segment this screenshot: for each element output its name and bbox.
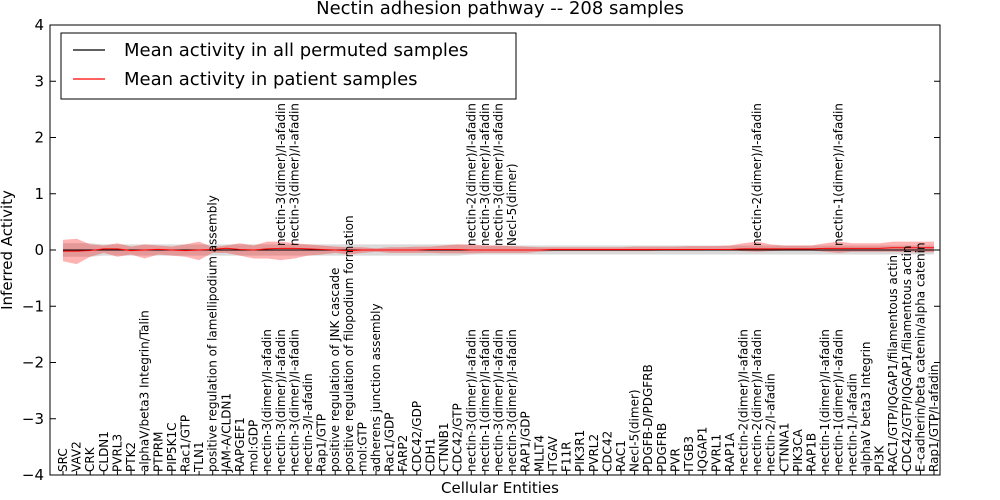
x-tick-label: positive regulation of JNK cascade — [328, 268, 342, 472]
x-tick-label: PVRL3 — [110, 434, 124, 472]
x-tick-label: nectin-1(dimer)/I-afadin — [478, 329, 492, 472]
x-tick-label: PDGFB-D/PDGFRB — [641, 364, 655, 472]
x-tick-label: E-cadherin/beta catenin/alpha catenin — [913, 242, 927, 472]
x-tick-label: RAP1B — [805, 433, 819, 472]
legend-label: Mean activity in all permuted samples — [124, 40, 468, 61]
x-tick-label: ITGAV — [546, 435, 560, 472]
x-tick-label: CDC42 — [600, 431, 614, 472]
x-tick-label: CDC42/GTP — [451, 403, 465, 472]
x-tick-label: PTK2 — [124, 442, 138, 472]
x-tick-label: CTNNA1 — [777, 422, 791, 472]
x-tick-label: PTPRM — [151, 432, 165, 473]
x-tick-label: nectin-3(dimer)/I-afadin — [260, 329, 274, 472]
x-tick-label-upper: nectin-3(dimer)/I-afadin — [274, 103, 288, 246]
legend: Mean activity in all permuted samplesMea… — [60, 32, 517, 100]
x-tick-label: mol:GDP — [247, 420, 261, 472]
x-tick-label: alphaV beta3 Integrin — [859, 341, 873, 472]
y-tick-label: −1 — [22, 297, 44, 315]
x-tick-label: positive regulation of lamellipodium ass… — [206, 195, 220, 472]
x-tick-label: PIP5K1C — [165, 422, 179, 472]
x-tick-label: RAC1/GTP/IQGAP1/filamentous actin — [886, 255, 900, 472]
x-tick-label: Necl-5(dimer) — [628, 389, 642, 472]
x-tick-label: nectin-3(dimer)/I-afadin — [464, 329, 478, 472]
x-tick-label: Rac1/GTP — [178, 415, 192, 472]
x-tick-label: adherens junction assembly — [369, 303, 383, 472]
x-tick-label: CDC42/GDP — [410, 401, 424, 472]
y-tick-label: 1 — [34, 185, 44, 203]
x-tick-label: nectin-2(dimer)/I-afadin — [736, 329, 750, 472]
x-tick-label: nectin-3(dimer)/I-afadin — [274, 329, 288, 472]
x-tick-label: CDC42/GTP/IQGAP1/filamentous actin — [900, 246, 914, 472]
chart-title: Nectin adhesion pathway -- 208 samples — [316, 0, 684, 19]
x-tick-label: CDH1 — [423, 438, 437, 472]
x-tick-label: F11R — [560, 441, 574, 472]
x-tick-label: PI3K — [873, 445, 887, 472]
x-tick-label: nectin-3/I-afadin — [301, 373, 315, 472]
x-tick-label: RAPGEF1 — [233, 417, 247, 472]
x-tick-label: nectin-3(dimer)/I-afadin — [505, 329, 519, 472]
x-tick-label: PVRL1 — [709, 434, 723, 472]
x-tick-label: nectin-3(dimer)/I-afadin — [492, 329, 506, 472]
x-tick-label-upper: Necl-5(dimer) — [505, 163, 519, 246]
x-tick-label: JAM-A/CLDN1 — [219, 393, 233, 473]
x-tick-label: CLDN1 — [97, 431, 111, 472]
x-tick-label: PVR — [668, 448, 682, 472]
x-tick-label: positive regulation of filopodium format… — [342, 215, 356, 472]
x-tick-label: IQGAP1 — [696, 427, 710, 472]
x-tick-label: Rap1/GTP/I-afadin — [927, 364, 941, 472]
x-tick-label: PVRL2 — [587, 434, 601, 472]
x-axis-label: Cellular Entities — [441, 479, 559, 497]
series-lines — [63, 247, 934, 252]
y-tick-label: 4 — [34, 16, 44, 34]
y-tick-label: −3 — [22, 410, 44, 428]
x-tick-label-upper: nectin-3(dimer)/I-afadin — [287, 103, 301, 246]
x-tick-label: RAC1 — [614, 440, 628, 472]
x-tick-label: nectin-1(dimer)/I-afadin — [818, 329, 832, 472]
x-tick-label: RAP1A — [723, 432, 737, 472]
y-tick-label: 0 — [34, 241, 44, 259]
y-tick-label: 2 — [34, 129, 44, 147]
x-tick-label: alphaV/beta3 Integrin/Talin — [138, 310, 152, 472]
x-tick-label: CTNNB1 — [437, 422, 451, 472]
x-tick-label-upper: nectin-1(dimer)/I-afadin — [832, 103, 846, 246]
x-tick-label: CRK — [83, 446, 97, 472]
x-tick-label: ITGB3 — [682, 436, 696, 472]
x-tick-label: FARP2 — [396, 435, 410, 472]
series-2-band — [63, 238, 934, 265]
plot-area-frame — [49, 24, 941, 476]
x-tick-label: TLN1 — [192, 441, 206, 473]
y-axis-label: Inferred Activity — [0, 190, 16, 310]
x-tick-label: VAV2 — [70, 441, 84, 472]
x-tick-label: nectin-1(dimer)/I-afadin — [832, 329, 846, 472]
x-tick-label: nectin-2(dimer)/I-afadin — [750, 329, 764, 472]
x-tick-label: Rap1/GTP — [315, 414, 329, 472]
x-tick-label-upper: nectin-2(dimer)/I-afadin — [750, 103, 764, 246]
x-tick-label: nectin-2/I-afadin — [764, 373, 778, 472]
x-tick-label: nectin-1/I-afadin — [845, 373, 859, 472]
x-tick-label: PIK3CA — [791, 428, 805, 472]
y-tick-label: 3 — [34, 72, 44, 90]
y-tick-label: −2 — [22, 354, 44, 372]
legend-label: Mean activity in patient samples — [124, 69, 418, 90]
legend-box — [60, 32, 517, 100]
x-tick-label: RAP1/GDP — [519, 411, 533, 472]
y-tick-label: −4 — [22, 466, 44, 484]
x-tick-label: Rac1/GDP — [383, 413, 397, 472]
x-tick-label: SRC — [56, 448, 70, 472]
x-tick-label: MLLT4 — [532, 435, 546, 472]
x-tick-label-upper: nectin-2(dimer)/I-afadin — [464, 103, 478, 246]
x-tick-label: PIK3R1 — [573, 430, 587, 472]
y-axis-ticks: −4 −3 −2 −1 0 1 2 3 4 — [22, 16, 940, 484]
x-tick-label: PDGFRB — [655, 423, 669, 472]
x-tick-label-upper: nectin-3(dimer)/I-afadin — [492, 103, 506, 246]
x-tick-label-upper: nectin-3(dimer)/I-afadin — [478, 103, 492, 246]
x-tick-label: nectin-3(dimer)/I-afadin — [287, 329, 301, 472]
series-2-line — [63, 247, 934, 252]
x-tick-label: mol:GTP — [355, 422, 369, 472]
